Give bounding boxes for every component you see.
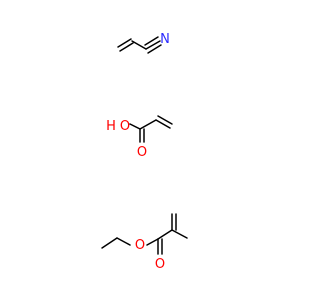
molecule-ethyl-methacrylate: O O [101,213,188,272]
bond-c-c-double-b [157,115,173,125]
bond-o-c [129,123,141,130]
bond-c3-n-triple-c [147,44,162,54]
molecule-acrylic-acid: O H O [106,115,173,160]
bond-c-ch3 [171,229,188,239]
bond-ch2-o [116,237,131,246]
bond-c-c [139,119,157,130]
bond-ch3-ch2 [101,237,118,249]
bond-c-c-alpha [157,229,173,240]
bond-c3-n-triple-b [144,36,159,46]
atom-carbonyl-oxygen-ester: O [155,257,165,272]
atom-hydroxyl-hydrogen: H [106,119,116,134]
bond-o-c [146,238,159,246]
bond-c1-c2-double-b [119,42,134,52]
bond-c2-c3 [131,40,147,50]
atom-hydroxyl-oxygen: O [120,119,130,134]
structure-diagram: N O H O O O [101,32,188,272]
atom-nitrogen: N [160,32,170,47]
bond-c1-c2-double-a [117,38,132,48]
atom-ester-oxygen: O [135,238,145,253]
bond-c3-n-triple-a [145,40,161,50]
molecule-acrylonitrile: N [117,32,170,54]
bond-c-c-double-a [155,119,171,129]
atom-carbonyl-oxygen: O [137,145,147,160]
